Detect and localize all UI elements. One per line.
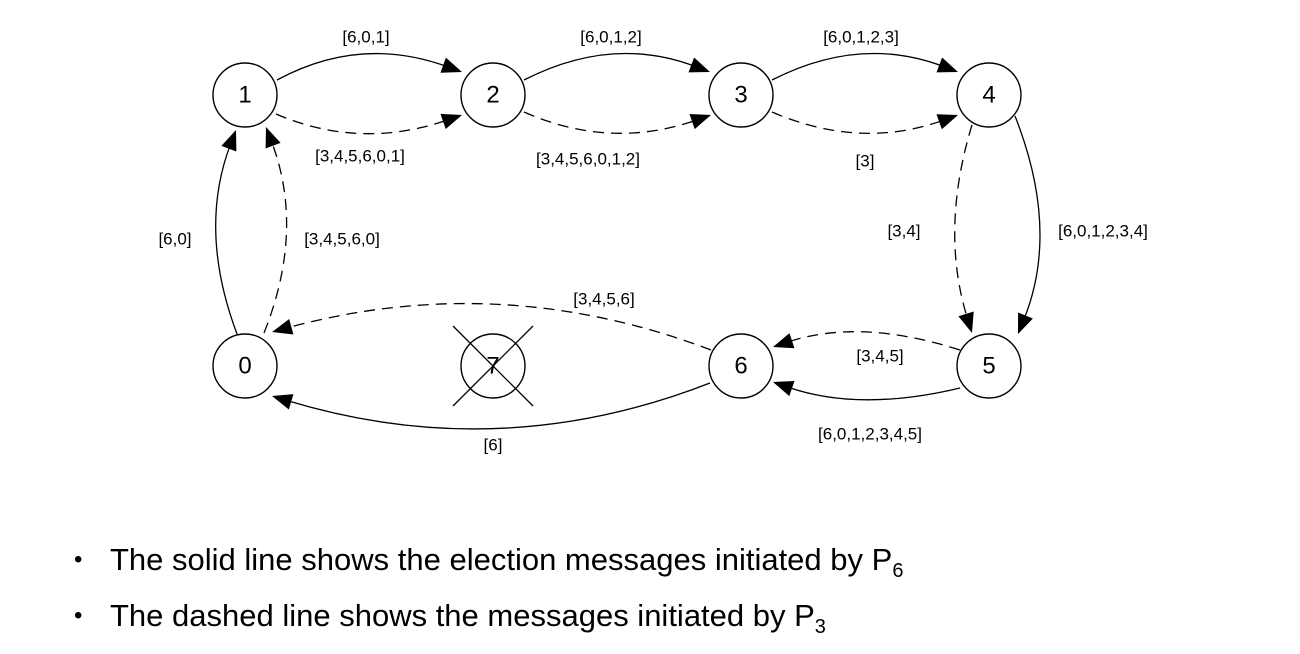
node-label: 5 — [982, 352, 995, 379]
crash-cross-icon — [452, 325, 534, 407]
legend: • The solid line shows the election mess… — [70, 534, 903, 646]
edge-label-6-to-0-solid: [6] — [484, 435, 503, 454]
edge-label-0-to-1-dashed: [3,4,5,6,0] — [304, 229, 380, 248]
edge-label-0-to-1-solid: [6,0] — [158, 229, 191, 248]
edges-layer — [215, 52, 1041, 430]
arrowhead-icon — [440, 57, 462, 73]
legend-subscript: 3 — [814, 616, 826, 638]
process-node-2: 2 — [460, 62, 526, 128]
edge-4-to-5-dashed — [954, 124, 973, 318]
node-label: 6 — [734, 352, 747, 379]
edge-5-to-6-dashed — [787, 331, 961, 351]
edge-4-to-5-solid — [1014, 115, 1041, 320]
edge-1-to-2-dashed — [275, 113, 448, 135]
node-circle — [956, 62, 1022, 128]
edge-label-2-to-3-solid: [6,0,1,2] — [580, 27, 641, 46]
edge-label-5-to-6-solid: [6,0,1,2,3,4,5] — [818, 424, 922, 443]
arrowhead-icon — [936, 114, 958, 130]
arrowhead-icon — [265, 127, 281, 149]
node-label: 3 — [734, 81, 747, 108]
process-node-6: 6 — [708, 333, 774, 399]
node-circle — [212, 333, 278, 399]
edge-label-3-to-4-dashed: [3] — [856, 151, 875, 170]
edge-3-to-4-solid — [771, 52, 944, 81]
edge-label-5-to-6-dashed: [3,4,5] — [856, 346, 903, 365]
edge-6-to-0-solid — [287, 382, 711, 430]
process-node-5: 5 — [956, 333, 1022, 399]
legend-subscript: 6 — [892, 560, 904, 582]
node-label: 1 — [238, 81, 251, 108]
edge-label-1-to-2-dashed: [3,4,5,6,0,1] — [315, 146, 405, 165]
legend-text: The dashed line shows the messages initi… — [110, 598, 815, 633]
edge-0-to-1-dashed — [263, 141, 288, 334]
arrowhead-icon — [272, 394, 294, 410]
legend-item-solid: • The solid line shows the election mess… — [70, 534, 903, 590]
arrowhead-icon — [272, 319, 294, 335]
edge-6-to-0-dashed — [287, 302, 712, 351]
edge-0-to-1-solid — [215, 144, 238, 335]
labels-layer: [6,0] [3,4,5,6,0] [6,0,1] [3,4,5,6,0,1] [6,0… — [158, 27, 1147, 454]
edge-label-4-to-5-solid: [6,0,1,2,3,4] — [1058, 221, 1148, 240]
bullet-icon: • — [74, 546, 83, 573]
node-circle — [212, 62, 278, 128]
arrowhead-icon — [1018, 312, 1033, 334]
edge-1-to-2-solid — [276, 52, 448, 81]
process-node-7: 7 — [452, 325, 534, 407]
node-circle — [956, 333, 1022, 399]
edge-5-to-6-solid — [787, 386, 961, 401]
legend-item-dashed: • The dashed line shows the messages ini… — [70, 590, 903, 646]
process-node-3: 3 — [708, 62, 774, 128]
node-label: 2 — [486, 81, 499, 108]
edge-label-2-to-3-dashed: [3,4,5,6,0,1,2] — [536, 149, 640, 168]
edge-2-to-3-solid — [523, 52, 696, 81]
node-label: 0 — [238, 352, 251, 379]
edge-label-6-to-0-dashed: [3,4,5,6] — [573, 289, 634, 308]
node-label: 4 — [982, 81, 995, 108]
legend-text: The solid line shows the election messag… — [110, 542, 893, 577]
arrowhead-icon — [773, 333, 795, 349]
node-circle — [708, 333, 774, 399]
arrowhead-icon — [221, 130, 237, 152]
arrowhead-icon — [936, 57, 958, 73]
election-ring-diagram: 0 1 2 3 4 5 6 7 [6,0] [3,4,5,6,0] [6,0,1] [3,4,5,6… — [158, 27, 1147, 454]
arrowhead-icon — [688, 57, 710, 73]
nodes-layer: 0 1 2 3 4 5 6 7 — [212, 62, 1022, 407]
process-node-4: 4 — [956, 62, 1022, 128]
edge-label-4-to-5-dashed: [3,4] — [887, 221, 920, 240]
arrowhead-icon — [773, 380, 795, 397]
arrowhead-icon — [440, 113, 462, 130]
node-circle — [460, 62, 526, 128]
process-node-0: 0 — [212, 333, 278, 399]
edge-label-3-to-4-solid: [6,0,1,2,3] — [823, 27, 899, 46]
arrowhead-icon — [958, 311, 974, 333]
process-node-1: 1 — [212, 62, 278, 128]
edge-3-to-4-dashed — [771, 111, 944, 134]
arrowhead-icon — [689, 113, 711, 130]
edge-label-1-to-2-solid: [6,0,1] — [342, 27, 389, 46]
edge-2-to-3-dashed — [523, 111, 697, 134]
node-circle — [708, 62, 774, 128]
bullet-icon: • — [74, 602, 83, 629]
